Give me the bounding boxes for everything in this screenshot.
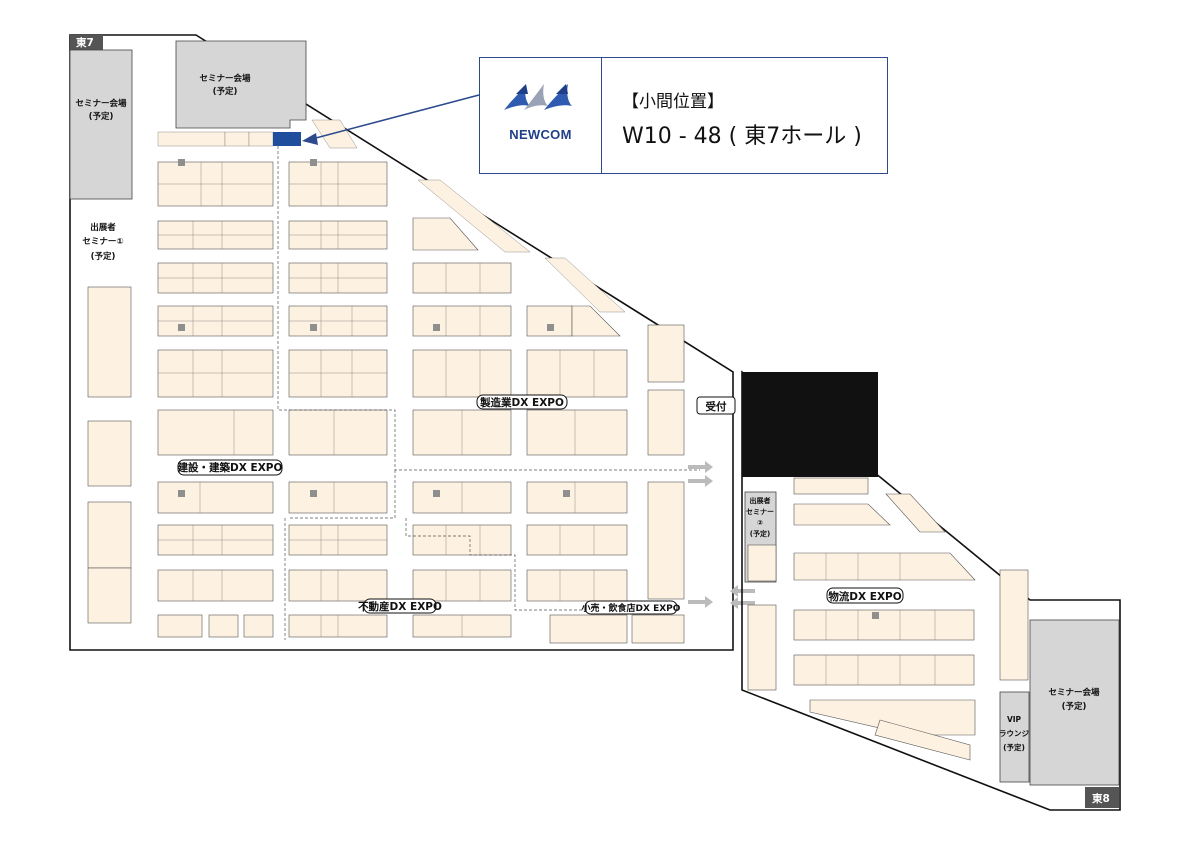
svg-text:(予定): (予定): [1003, 742, 1025, 752]
booth-block-column-a: [157, 131, 274, 638]
east8-hall-label: 東8: [1092, 792, 1110, 805]
booth-block-column-b: [288, 159, 388, 638]
seminar-room-east8: [1029, 619, 1120, 786]
east7-hall-tag: [70, 35, 103, 50]
zone-logistics-label: 物流DX EXPO: [828, 590, 901, 603]
vip-lounge-label: VIP ラウンジ (予定): [999, 715, 1029, 752]
seminar-room-note: (予定): [213, 86, 238, 97]
zone-construction-label: 建設・建築DX EXPO: [177, 461, 283, 474]
company-logo: NEWCOM: [480, 58, 602, 173]
seminar-room-east7-top: [175, 40, 307, 129]
zone-manufacturing-box: [476, 394, 568, 410]
company-logo-text: NEWCOM: [509, 127, 572, 142]
zone-manufacturing-label: 製造業DX EXPO: [479, 396, 564, 409]
booth-location-title: 【小間位置】: [622, 92, 724, 112]
pointer-line: [311, 94, 480, 140]
reception-box: [696, 396, 736, 415]
east7-hall-label: 東7: [76, 36, 94, 49]
svg-text:VIP: VIP: [1007, 715, 1022, 724]
booth-location-info-box: NEWCOM 【小間位置】 W10 - 48 ( 東7ホール ): [479, 57, 888, 174]
svg-text:ラウンジ: ラウンジ: [999, 729, 1029, 738]
aisle-dashed-lines: [277, 146, 700, 640]
pointer-arrowhead: [302, 133, 318, 145]
booth[interactable]: [87, 420, 132, 487]
zone-real-estate-label: 不動産DX EXPO: [358, 600, 442, 613]
svg-text:出展者: 出展者: [90, 222, 116, 233]
booth-location-value: W10 - 48 ( 東7ホール ): [622, 124, 862, 149]
zone-logistics-box: [826, 587, 904, 604]
seminar-room-note: (予定): [89, 111, 114, 122]
svg-text:②: ②: [757, 519, 763, 527]
svg-text:(予定): (予定): [750, 529, 770, 538]
exhibitor-seminar-1-label: 出展者 セミナー① (予定): [82, 222, 123, 262]
booth[interactable]: [87, 567, 132, 624]
exhibitor-seminar-2-label: 出展者 セミナー ② (予定): [746, 496, 774, 538]
seminar-room-label: セミナー会場: [199, 73, 251, 84]
zone-real-estate-box: [363, 598, 437, 614]
booth-diagonal-row: [311, 119, 626, 313]
svg-text:セミナー: セミナー: [746, 508, 774, 516]
svg-text:(予定): (予定): [91, 251, 116, 262]
east7-hall-outline: [69, 34, 734, 651]
zone-construction-box: [177, 459, 283, 476]
seminar-room-label: セミナー会場: [75, 98, 127, 109]
east8-hall-tag: [1085, 787, 1119, 808]
booth[interactable]: [87, 501, 132, 569]
zone-retail-label: 小売・飲食店DX EXPO: [581, 602, 681, 614]
booth-block-manufacturing: [412, 217, 685, 644]
seminar-room-note: (予定): [1062, 701, 1087, 712]
booth-block-logistics: [747, 477, 1029, 761]
vip-lounge-room: [999, 691, 1030, 783]
svg-text:セミナー①: セミナー①: [82, 237, 123, 247]
direction-arrows: [688, 461, 755, 609]
highlighted-booth-w10-48[interactable]: [273, 132, 301, 146]
seminar-room-east7-left: [69, 49, 133, 200]
svg-text:出展者: 出展者: [750, 496, 771, 505]
newcom-logo-icon: [504, 84, 572, 110]
reception-label: 受付: [706, 400, 727, 413]
booth[interactable]: [87, 286, 132, 398]
zone-retail-box: [584, 600, 678, 615]
seminar-room-label: セミナー会場: [1048, 687, 1100, 698]
